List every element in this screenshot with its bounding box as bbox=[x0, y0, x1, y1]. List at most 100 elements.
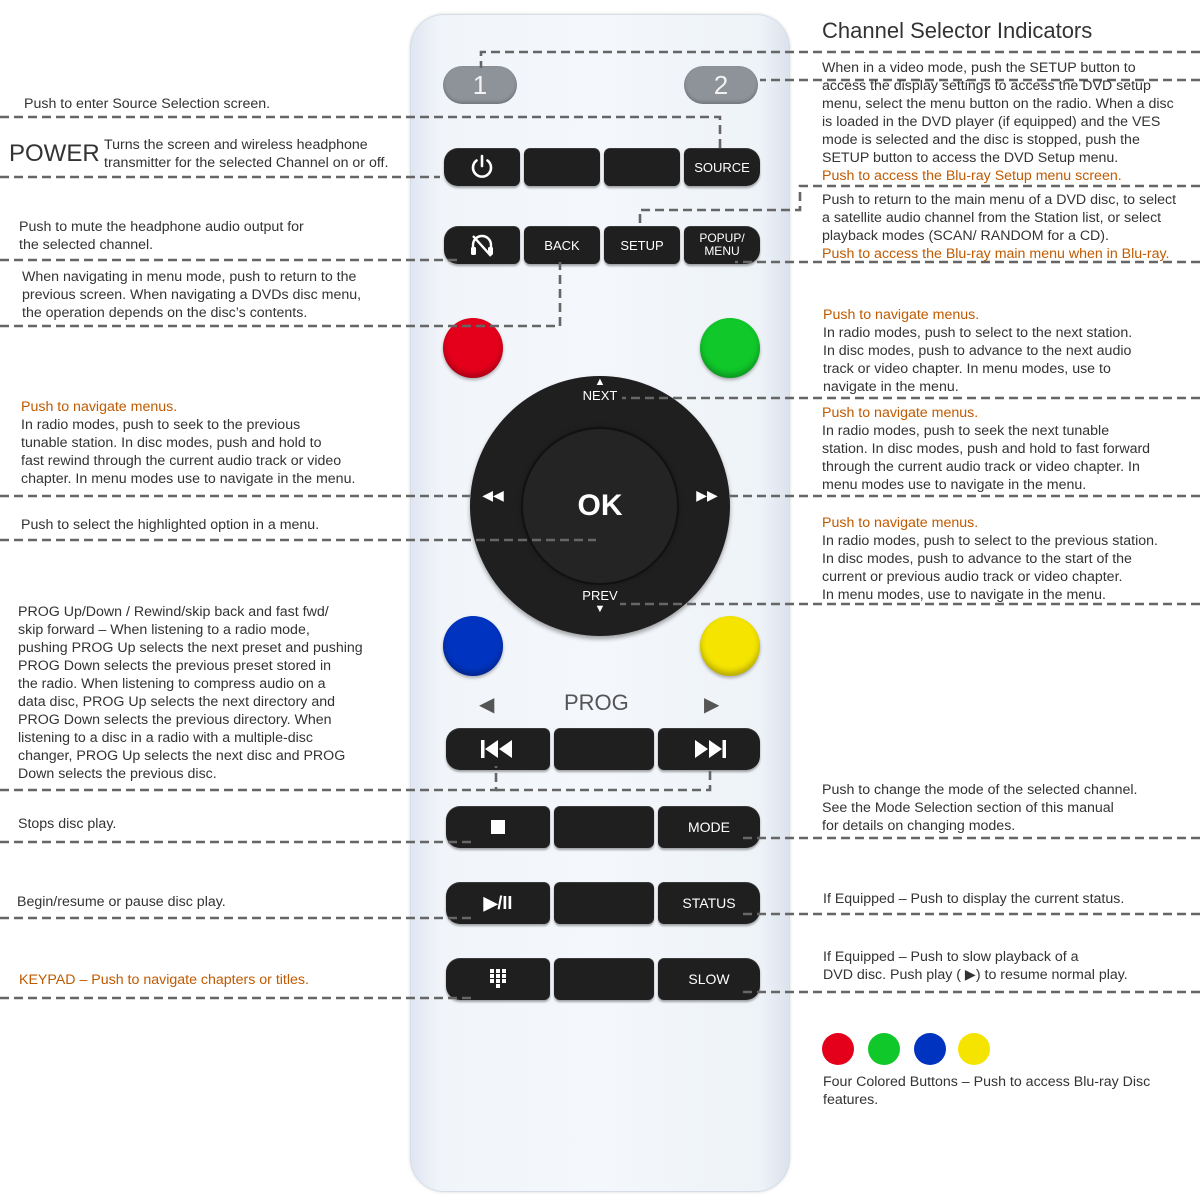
back-button[interactable]: BACK bbox=[524, 226, 600, 264]
keypad-annotation: KEYPAD – Push to navigate chapters or ti… bbox=[19, 972, 309, 988]
menu-annotation: Push to return to the main menu of a DVD… bbox=[822, 191, 1176, 263]
setup-annotation-line: When in a video mode, push the SETUP but… bbox=[822, 60, 1136, 76]
source-annotation: Push to enter Source Selection screen. bbox=[24, 96, 271, 112]
keypad-icon bbox=[490, 969, 506, 988]
yellow-button[interactable] bbox=[700, 616, 760, 676]
fast-forward-annotation-line: through the current audio track or video… bbox=[822, 459, 1140, 475]
power-label: POWER bbox=[9, 140, 100, 167]
next-up-button[interactable]: ▲ NEXT bbox=[580, 376, 620, 403]
fast-forward-annotation-line: In radio modes, push to seek the next tu… bbox=[822, 423, 1110, 439]
prog-annotation-line: skip forward – When listening to a radio… bbox=[18, 622, 310, 638]
stop-button[interactable] bbox=[446, 806, 550, 848]
ok-annotation: Push to select the highlighted option in… bbox=[21, 517, 320, 533]
prev-annotation-line: current or previous audio track or video… bbox=[822, 569, 1123, 585]
status-annotation: If Equipped – Push to display the curren… bbox=[823, 891, 1125, 907]
mute-annotation-line: Push to mute the headphone audio output … bbox=[19, 219, 304, 235]
blank-button-6[interactable] bbox=[554, 958, 654, 1000]
channel-1-indicator[interactable]: 1 bbox=[443, 66, 517, 104]
setup-annotation-line: is loaded in the DVD player (if equipped… bbox=[822, 114, 1161, 130]
blank-button-4[interactable] bbox=[554, 806, 654, 848]
next-annotation: Push to navigate menus. In radio modes, … bbox=[823, 306, 1132, 396]
mute-annotation-line: the selected channel. bbox=[19, 237, 154, 253]
play-pause-button[interactable]: ▶/II bbox=[446, 882, 550, 924]
back-annotation: When navigating in menu mode, push to re… bbox=[22, 268, 361, 322]
four-colors-annotation-line: Four Colored Buttons – Push to access Bl… bbox=[823, 1074, 1151, 1090]
stop-annotation: Stops disc play. bbox=[18, 816, 117, 832]
slow-annotation: If Equipped – Push to slow playback of a… bbox=[823, 948, 1128, 984]
four-colors-annotation-line: features. bbox=[823, 1092, 879, 1108]
prev-annotation: Push to navigate menus. In radio modes, … bbox=[822, 514, 1158, 604]
back-annotation-line: the operation depends on the disc’s cont… bbox=[22, 305, 308, 321]
next-label: NEXT bbox=[582, 388, 618, 403]
blank-button-3[interactable] bbox=[554, 728, 654, 770]
setup-bluray-annotation: Push to access the Blu-ray Setup menu sc… bbox=[822, 168, 1122, 184]
status-button[interactable]: STATUS bbox=[658, 882, 760, 924]
setup-annotation-line: menu, select the menu button on the radi… bbox=[822, 96, 1174, 112]
fast-forward-annotation-heading: Push to navigate menus. bbox=[822, 405, 979, 421]
skip-forward-button[interactable] bbox=[658, 728, 760, 770]
legend-red-dot bbox=[822, 1033, 854, 1065]
setup-annotation: When in a video mode, push the SETUP but… bbox=[822, 59, 1174, 185]
channel-2-indicator[interactable]: 2 bbox=[684, 66, 758, 104]
mode-annotation-line: See the Mode Selection section of this m… bbox=[822, 800, 1114, 816]
prog-annotation-line: the radio. When listening to compress au… bbox=[18, 676, 326, 692]
blank-button-5[interactable] bbox=[554, 882, 654, 924]
prev-label: PREV bbox=[582, 588, 618, 603]
next-annotation-heading: Push to navigate menus. bbox=[823, 307, 980, 323]
skip-back-icon bbox=[481, 740, 512, 758]
next-annotation-line: track or video chapter. In menu modes, u… bbox=[823, 361, 1111, 377]
popup-menu-button[interactable]: POPUP/ MENU bbox=[684, 226, 760, 264]
setup-annotation-line: access the display settings to access th… bbox=[822, 78, 1151, 94]
back-annotation-line: previous screen. When navigating a DVDs … bbox=[22, 287, 362, 303]
slow-button[interactable]: SLOW bbox=[658, 958, 760, 1000]
channel-selector-heading: Channel Selector Indicators bbox=[822, 18, 1093, 43]
keypad-button[interactable] bbox=[446, 958, 550, 1000]
stop-icon bbox=[491, 820, 505, 834]
fast-forward-annotation-line: station. In disc modes, push and hold to… bbox=[822, 441, 1151, 457]
up-arrow-icon: ▲ bbox=[594, 376, 606, 388]
four-colors-annotation: Four Colored Buttons – Push to access Bl… bbox=[823, 1073, 1150, 1109]
red-button[interactable] bbox=[443, 318, 503, 378]
menu-annotation-line: a satellite audio channel from the Stati… bbox=[822, 210, 1162, 226]
skip-back-button[interactable] bbox=[446, 728, 550, 770]
blank-button-2[interactable] bbox=[604, 148, 680, 186]
setup-annotation-line: SETUP button to access the DVD Setup men… bbox=[822, 150, 1119, 166]
fast-forward-annotation: Push to navigate menus. In radio modes, … bbox=[822, 404, 1150, 494]
rewind-icon: ◀◀ bbox=[482, 487, 504, 503]
down-arrow-icon: ▼ bbox=[594, 603, 606, 615]
prog-annotation-line: Down selects the previous disc. bbox=[18, 766, 217, 782]
setup-button[interactable]: SETUP bbox=[604, 226, 680, 264]
mute-button[interactable] bbox=[444, 226, 520, 264]
next-annotation-line: navigate in the menu. bbox=[823, 379, 959, 395]
play-annotation: Begin/resume or pause disc play. bbox=[17, 894, 226, 910]
menu-annotation-line: playback modes (SCAN/ RANDOM for a CD). bbox=[822, 228, 1109, 244]
blank-button-1[interactable] bbox=[524, 148, 600, 186]
source-button[interactable]: SOURCE bbox=[684, 148, 760, 186]
next-annotation-line: In disc modes, push to advance to the ne… bbox=[823, 343, 1132, 359]
power-annotation-line: transmitter for the selected Channel on … bbox=[104, 155, 389, 171]
power-button[interactable] bbox=[444, 148, 520, 186]
green-button[interactable] bbox=[700, 318, 760, 378]
slow-annotation-line: DVD disc. Push play ( ▶) to resume norma… bbox=[823, 967, 1128, 983]
power-icon bbox=[471, 154, 493, 178]
prog-annotation-line: pushing PROG Up selects the next preset … bbox=[18, 640, 363, 656]
prog-annotation: PROG Up/Down / Rewind/skip back and fast… bbox=[18, 603, 363, 783]
mute-annotation: Push to mute the headphone audio output … bbox=[19, 218, 304, 254]
legend-yellow-dot bbox=[958, 1033, 990, 1065]
mode-annotation-line: for details on changing modes. bbox=[822, 818, 1016, 834]
prev-annotation-line: In menu modes, use to navigate in the me… bbox=[822, 587, 1106, 603]
prog-annotation-line: listening to a disc in a radio with a mu… bbox=[18, 730, 313, 746]
power-annotation: Turns the screen and wireless headphone … bbox=[104, 136, 388, 172]
menu-bluray-annotation: Push to access the Blu-ray main menu whe… bbox=[822, 246, 1170, 262]
rewind-button[interactable]: ◀◀ bbox=[480, 487, 506, 504]
fast-forward-button[interactable]: ▶▶ bbox=[694, 487, 720, 504]
prev-down-button[interactable]: PREV ▼ bbox=[580, 588, 620, 615]
mode-button[interactable]: MODE bbox=[658, 806, 760, 848]
prog-label: PROG bbox=[564, 690, 629, 715]
ok-button[interactable]: OK bbox=[523, 429, 677, 583]
rewind-annotation-heading: Push to navigate menus. bbox=[21, 399, 178, 415]
rewind-annotation-line: In radio modes, push to seek to the prev… bbox=[21, 417, 301, 433]
blue-button[interactable] bbox=[443, 616, 503, 676]
mode-annotation-line: Push to change the mode of the selected … bbox=[822, 782, 1138, 798]
prog-annotation-line: data disc, PROG Up selects the next dire… bbox=[18, 694, 336, 710]
